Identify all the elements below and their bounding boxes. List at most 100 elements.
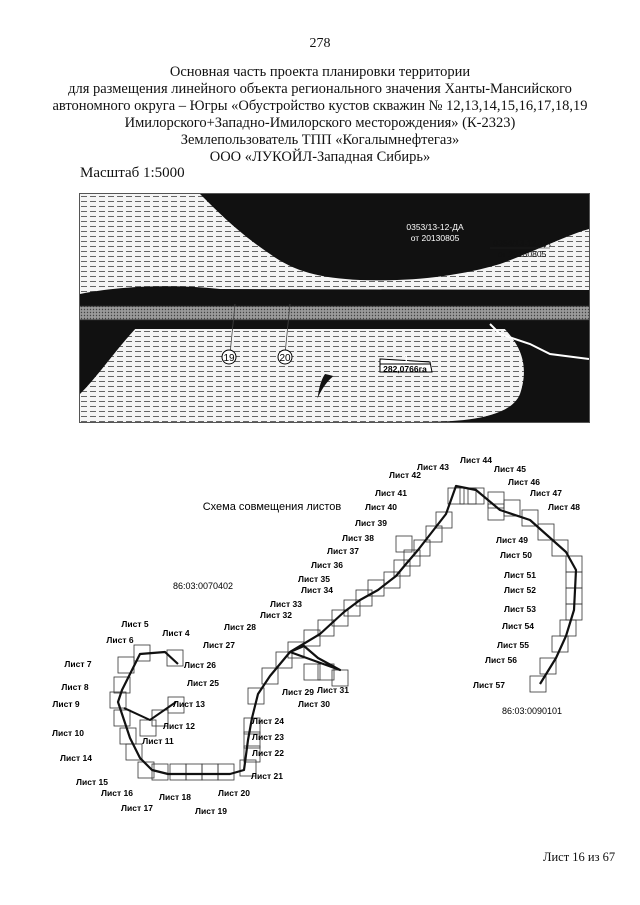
plot1-number-label: 0353/13-12-ДА [406, 222, 464, 232]
sheet-frame [201, 763, 219, 781]
sheet-label: Лист 57 [473, 680, 505, 690]
sheet-label: Лист 51 [504, 570, 536, 580]
sheet-layout-scheme: Схема совмещения листов 86:03:0070402 86… [0, 440, 640, 840]
sheet-frame [393, 559, 411, 577]
sheet-frame [331, 609, 349, 627]
document-header: Основная часть проекта планировки террит… [40, 64, 600, 166]
cadastral-label-2: 86:03:0090101 [502, 706, 562, 716]
sheet-label: Лист 21 [251, 771, 283, 781]
sheet-label: Лист 52 [504, 585, 536, 595]
sheet-label: Лист 23 [252, 732, 284, 742]
sheet-label: Лист 54 [502, 621, 534, 631]
header-line: Основная часть проекта планировки террит… [169, 64, 471, 80]
header-line: ООО «ЛУКОЙЛ-Западная Сибирь» [209, 149, 431, 165]
sheet-label: Лист 38 [342, 533, 374, 543]
header-line: автономного округа – Югры «Обустройство … [52, 98, 588, 114]
map-drawing: 19 20 1 282,0766га 0353/13-12-ДА от 2013… [80, 194, 589, 422]
sheet-label: Лист 44 [460, 455, 492, 465]
sheet-label: Лист 50 [500, 550, 532, 560]
sheet-label: Лист 10 [52, 728, 84, 738]
sheet-label: Лист 22 [252, 748, 284, 758]
sheet-frame [551, 539, 569, 557]
cadastral-label-1: 86:03:0070402 [173, 581, 233, 591]
sheet-frame [435, 511, 453, 529]
sheet-frame [529, 675, 547, 693]
sheet-label: Лист 7 [64, 659, 91, 669]
sheet-frame [355, 589, 373, 607]
sheet-frame [425, 525, 443, 543]
sheet-frame [239, 759, 257, 777]
scheme-title: Схема совмещения листов [203, 501, 342, 513]
header-line: Имилорского+Западно-Имилорского месторож… [124, 115, 516, 131]
sheet-label: Лист 16 [101, 788, 133, 798]
sheet-label: Лист 20 [218, 788, 250, 798]
sheet-label: Лист 8 [61, 682, 88, 692]
sheet-label: Лист 49 [496, 535, 528, 545]
sheet-frame [383, 571, 401, 589]
sheet-label: Лист 6 [106, 635, 133, 645]
sheet-label: Лист 53 [504, 604, 536, 614]
sheet-label: Лист 55 [497, 640, 529, 650]
sheet-label: Лист 11 [142, 736, 174, 746]
page-number: 278 [309, 36, 331, 51]
sheet-frame [413, 539, 431, 557]
sheet-label: Лист 45 [494, 464, 526, 474]
road [80, 306, 589, 320]
sheet-label: Лист 32 [260, 610, 292, 620]
sheet-label: Лист 26 [184, 660, 216, 670]
sheet-frame [113, 709, 131, 727]
sheet-label: Лист 36 [311, 560, 343, 570]
sheet-frame [151, 763, 169, 781]
sheet-label: Лист 48 [548, 502, 580, 512]
sheet-label: Лист 14 [60, 753, 92, 763]
sheet-label: Лист 28 [224, 622, 256, 632]
sheet-label: Лист 15 [76, 777, 108, 787]
sheet-label: Лист 47 [530, 488, 562, 498]
sheet-frame [243, 731, 261, 749]
sheet-label: Лист 27 [203, 640, 235, 650]
plot1-date-label: от 20130805 [411, 233, 460, 243]
sheet-label: Лист 31 [317, 685, 349, 695]
point-20-label: 20 [279, 353, 291, 364]
sheet-frame [185, 763, 203, 781]
sheet-grid [109, 487, 583, 781]
sheet-frame [261, 667, 279, 685]
sheet-frame [343, 599, 361, 617]
sheet-frame [169, 763, 187, 781]
sheet-label: Лист 19 [195, 806, 227, 816]
sheet-frame [217, 763, 235, 781]
sheet-label: Лист 17 [121, 803, 153, 813]
plot2-number-label: 0354/13-12-ДА [493, 238, 551, 248]
page-footer: Лист 16 из 67 [543, 850, 616, 864]
scheme-drawing: Схема совмещения листов 86:03:0070402 86… [52, 455, 583, 816]
route-branch [123, 701, 177, 722]
sheet-label: Лист 12 [163, 721, 195, 731]
sheet-label: Лист 42 [389, 470, 421, 480]
sheet-label: Лист 4 [162, 628, 189, 638]
sheet-label: Лист 43 [417, 462, 449, 472]
sheet-label: Лист 37 [327, 546, 359, 556]
sheet-label: Лист 24 [252, 716, 284, 726]
sheet-label: Лист 9 [52, 699, 79, 709]
sheet-label: Лист 13 [173, 699, 205, 709]
area-value-label: 282,0766га [383, 364, 427, 374]
sheet-label: Лист 39 [355, 518, 387, 528]
sheet-frame [275, 651, 293, 669]
route-line [116, 484, 578, 776]
header-line: Землепользователь ТПП «Когалымнефтегаз» [180, 132, 460, 148]
header-line: для размещения линейного объекта региона… [68, 81, 572, 97]
point-marker [277, 349, 293, 365]
sheet-frame [317, 619, 335, 637]
sheet-label: Лист 40 [365, 502, 397, 512]
sheet-frame [539, 657, 557, 675]
sheet-frame [303, 629, 321, 647]
sheet-frame [565, 571, 583, 589]
sheet-label: Лист 33 [270, 599, 302, 609]
sheet-label: Лист 41 [375, 488, 407, 498]
sheet-frame [395, 535, 413, 553]
sheet-frame [537, 523, 555, 541]
sheet-frame [551, 635, 569, 653]
sheet-frame [139, 719, 157, 737]
map-scale: Масштаб 1:5000 [80, 165, 185, 181]
